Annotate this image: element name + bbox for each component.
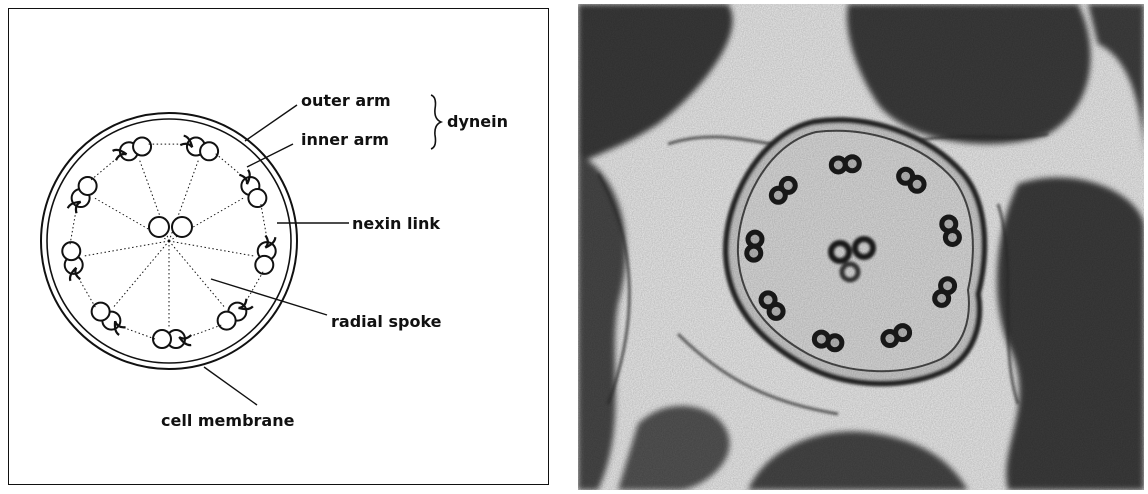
outer-arm-label: outer arm xyxy=(301,91,391,110)
inner-arm-label: inner arm xyxy=(301,130,389,149)
electron-micrograph-panel xyxy=(578,4,1144,490)
central-microtubule-1 xyxy=(149,217,169,237)
radial-spoke-label: radial spoke xyxy=(331,312,442,331)
doublet-b-tubule xyxy=(79,177,97,195)
electron-micrograph xyxy=(578,4,1144,490)
dynein-brace xyxy=(431,95,441,149)
cell-membrane-label: cell membrane xyxy=(161,411,295,430)
doublet-b-tubule xyxy=(92,303,110,321)
doublet-b-tubule xyxy=(218,312,236,330)
radial-spoke xyxy=(114,241,169,307)
radial-spoke xyxy=(84,241,169,256)
radial-spoke xyxy=(169,241,224,307)
doublet-b-tubule xyxy=(153,330,171,348)
doublet-b-tubule xyxy=(200,142,218,160)
axoneme-diagram: outer arm inner arm dynein nexin link ra… xyxy=(9,9,550,486)
micrograph-grain xyxy=(578,4,1144,490)
cell-membrane-leader xyxy=(204,367,257,405)
doublet-b-tubule xyxy=(248,189,266,207)
axoneme-diagram-panel: outer arm inner arm dynein nexin link ra… xyxy=(8,8,549,485)
outer-arm-leader xyxy=(245,105,297,141)
central-microtubule-2 xyxy=(172,217,192,237)
dynein-label: dynein xyxy=(447,112,508,131)
radial-spoke xyxy=(169,241,254,256)
nexin-link xyxy=(117,325,155,339)
doublet-b-tubule xyxy=(255,256,273,274)
nexin-link-label: nexin link xyxy=(352,214,440,233)
doublet-b-tubule xyxy=(62,242,80,260)
doublet-b-tubule xyxy=(133,138,151,156)
